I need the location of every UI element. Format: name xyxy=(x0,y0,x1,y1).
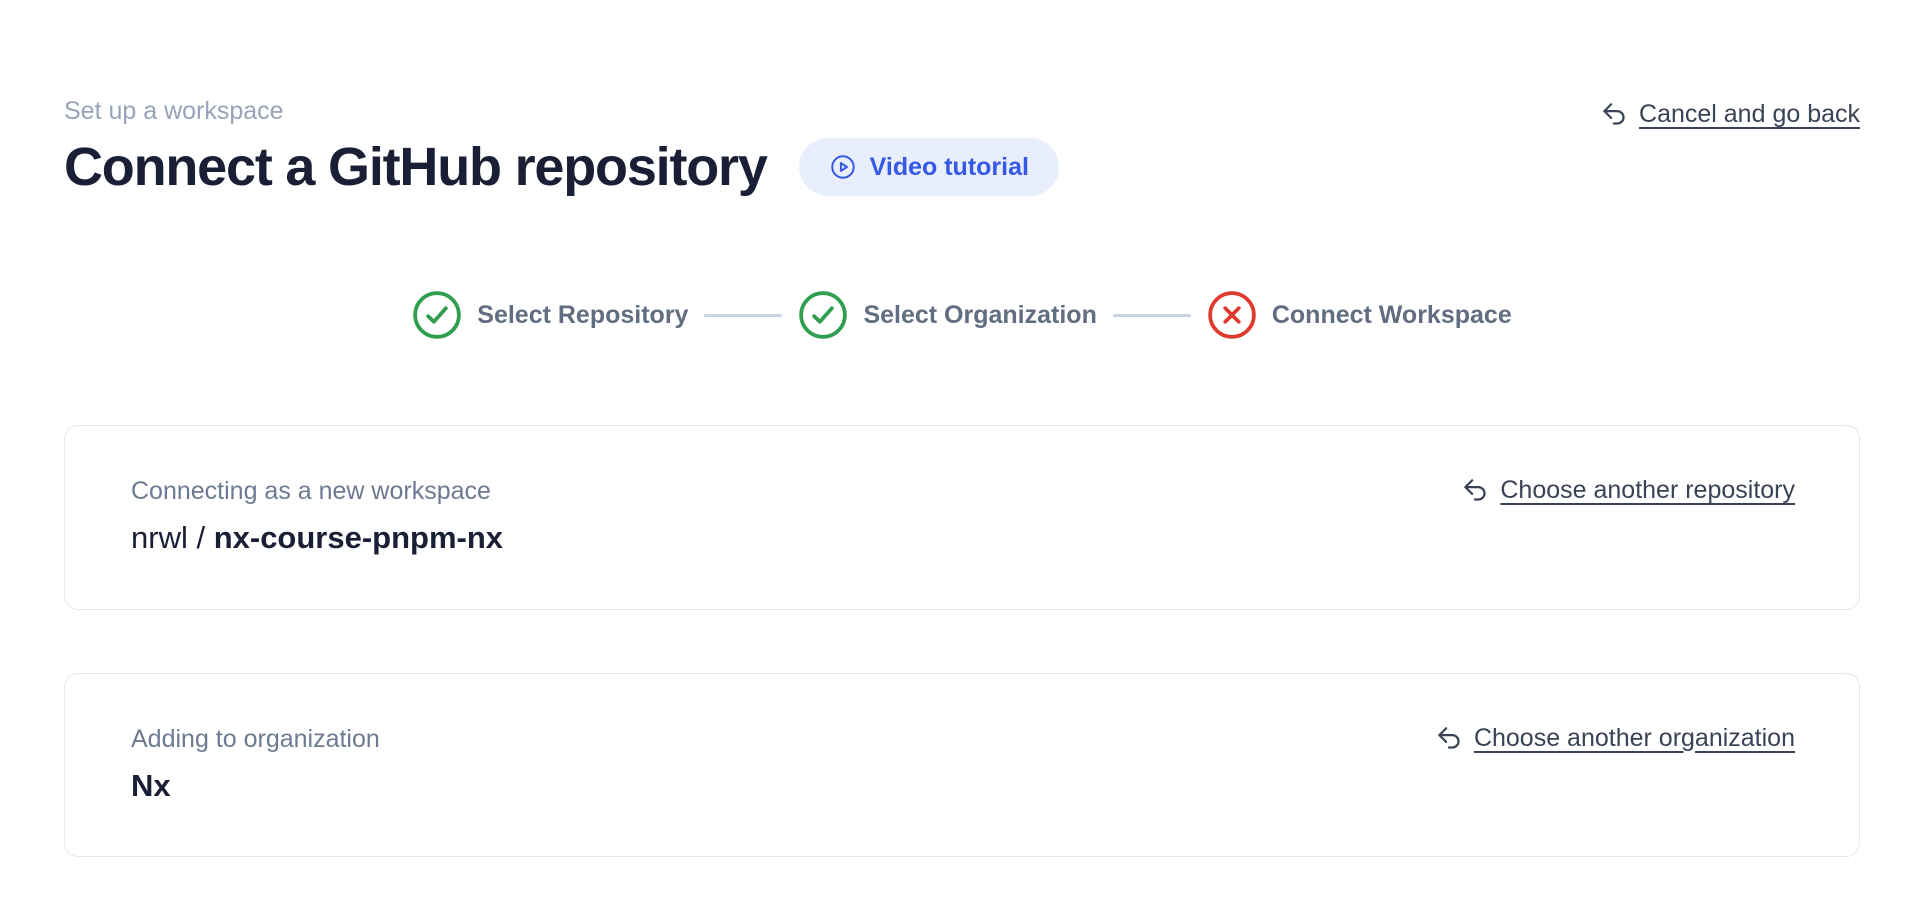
stepper: Select Repository Select Organization Co… xyxy=(64,290,1860,340)
undo-arrow-icon xyxy=(1601,101,1628,128)
step-label: Select Repository xyxy=(477,300,689,329)
repository-owner: nrwl / xyxy=(131,520,214,556)
repository-card-info: Connecting as a new workspace nrwl / nx-… xyxy=(131,476,503,556)
eyebrow-label: Set up a workspace xyxy=(64,97,284,125)
header-titles: Set up a workspace Connect a GitHub repo… xyxy=(64,96,1059,196)
choose-another-organization-label: Choose another organization xyxy=(1473,723,1795,752)
card-label: Adding to organization xyxy=(131,724,380,753)
undo-arrow-icon xyxy=(1462,477,1489,504)
organization-card: Adding to organization Nx Choose another… xyxy=(64,672,1860,857)
step-connector xyxy=(1112,313,1191,317)
choose-another-organization-link[interactable]: Choose another organization xyxy=(1436,724,1795,753)
cancel-link-label: Cancel and go back xyxy=(1639,100,1860,128)
card-label: Connecting as a new workspace xyxy=(131,477,491,506)
undo-arrow-icon xyxy=(1436,725,1463,752)
repository-slug: nx-course-pnpm-nx xyxy=(213,520,504,556)
page-header: Set up a workspace Connect a GitHub repo… xyxy=(64,96,1860,196)
play-circle-icon xyxy=(829,153,857,181)
step-label: Select Organization xyxy=(863,300,1097,329)
video-tutorial-label: Video tutorial xyxy=(869,152,1029,181)
x-circle-icon xyxy=(1207,290,1257,340)
cancel-and-go-back-link[interactable]: Cancel and go back xyxy=(1601,100,1860,129)
video-tutorial-button[interactable]: Video tutorial xyxy=(798,138,1059,197)
organization-name-text: Nx xyxy=(131,767,171,803)
repository-card: Connecting as a new workspace nrwl / nx-… xyxy=(64,425,1860,610)
step-connector xyxy=(704,313,783,317)
step-connect-workspace: Connect Workspace xyxy=(1207,290,1512,340)
check-circle-icon xyxy=(798,290,848,340)
organization-name: Nx xyxy=(131,767,380,804)
check-circle-icon xyxy=(412,290,462,340)
step-select-repository: Select Repository xyxy=(412,290,688,340)
organization-card-info: Adding to organization Nx xyxy=(131,724,380,804)
choose-another-repository-link[interactable]: Choose another repository xyxy=(1462,476,1795,505)
step-label: Connect Workspace xyxy=(1271,300,1512,329)
repository-name: nrwl / nx-course-pnpm-nx xyxy=(131,519,503,556)
page-title: Connect a GitHub repository xyxy=(64,137,768,197)
title-row: Connect a GitHub repository Video tutori… xyxy=(64,138,1059,196)
choose-another-repository-label: Choose another repository xyxy=(1500,476,1795,505)
step-select-organization: Select Organization xyxy=(798,290,1097,340)
